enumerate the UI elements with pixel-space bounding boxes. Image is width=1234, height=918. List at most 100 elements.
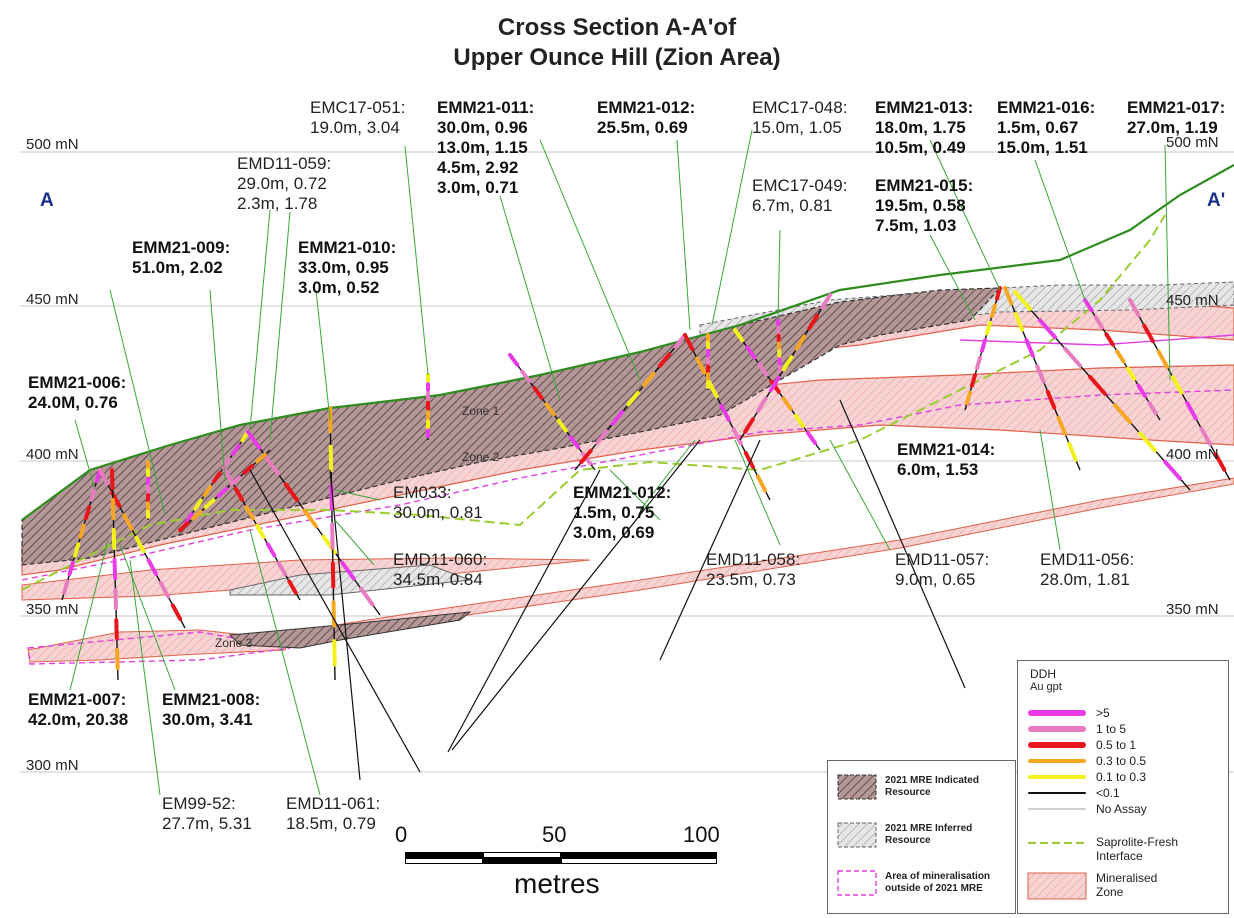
ddh-legend-label: No Assay — [1096, 802, 1147, 816]
label-leader-line — [315, 289, 331, 421]
drill-label-line: 18.5m, 0.79 — [286, 814, 376, 833]
drill-label-emm21-017: EMM21-017:27.0m, 1.19 — [1127, 98, 1225, 138]
axis-label-left-350: 350 mN — [26, 601, 79, 618]
assay-interval — [89, 486, 97, 502]
label-leader-line — [269, 211, 291, 441]
drill-label-em99-52: EM99-52:27.7m, 5.31 — [162, 794, 252, 834]
assay-interval — [975, 355, 982, 371]
assay-interval — [642, 371, 656, 388]
assay-interval — [1056, 416, 1067, 436]
drill-label-line: EM99-52: — [162, 794, 236, 813]
drill-label-line: 19.5m, 0.58 — [875, 196, 966, 215]
drill-label-emd11-057: EMD11-057:9.0m, 0.65 — [895, 550, 989, 590]
outside-mre-outline — [21, 389, 1234, 581]
drill-label-line: EMC17-048: — [752, 98, 848, 117]
drill-label-line: EMM21-008: — [162, 690, 261, 709]
assay-interval — [520, 369, 532, 384]
drill-label-line: 4.5m, 2.92 — [437, 158, 519, 177]
drill-label-em033: EM033:30.0m, 0.81 — [393, 483, 483, 523]
ddh-legend-label: 0.3 to 0.5 — [1096, 754, 1147, 768]
assay-interval — [579, 448, 593, 465]
label-leader-line — [334, 519, 375, 566]
ddh-legend-title: DDH — [1030, 667, 1056, 681]
assay-interval — [731, 427, 743, 446]
assay-interval — [233, 486, 245, 502]
ddh-legend-swatch — [1028, 742, 1086, 748]
drill-label-emd11-056: EMD11-056:28.0m, 1.81 — [1040, 550, 1134, 590]
assay-interval — [1156, 349, 1170, 369]
drill-label-line: EMD11-056: — [1040, 550, 1135, 569]
drill-label-emm21-008: EMM21-008:30.0m, 3.41 — [162, 690, 260, 730]
assay-interval — [190, 509, 203, 521]
label-leader-line — [829, 439, 891, 551]
section-end-a-prime: A' — [1207, 190, 1226, 211]
assay-interval — [1088, 374, 1107, 396]
label-leader-line — [676, 139, 691, 331]
label-leader-line — [1034, 159, 1086, 301]
assay-interval — [1003, 286, 1014, 306]
assay-interval — [544, 402, 556, 417]
drill-label-line: 29.0m, 0.72 — [237, 174, 327, 193]
assay-interval — [255, 523, 266, 539]
assay-interval — [733, 328, 745, 343]
figure-title-line1: Cross Section A-A'of — [497, 14, 737, 41]
drill-holes — [61, 286, 1231, 781]
inferred-swatch — [837, 822, 877, 848]
label-leader-line — [639, 439, 696, 511]
drill-label-emd11-061: EMD11-061:18.5m, 0.79 — [286, 794, 380, 834]
assay-interval — [83, 505, 92, 521]
assay-interval — [1045, 390, 1057, 410]
inferred-label: 2021 MRE Inferred Resource — [885, 823, 973, 846]
ddh-legend-label: 0.5 to 1 — [1096, 738, 1137, 752]
assay-interval — [276, 560, 287, 576]
assay-interval — [98, 468, 110, 486]
assay-interval — [965, 390, 972, 406]
assay-interval — [67, 560, 75, 576]
axis-label-right-350: 350 mN — [1166, 601, 1219, 618]
drill-label-line: EMM21-012: — [573, 483, 672, 502]
assay-interval — [1067, 442, 1078, 462]
assay-interval — [230, 443, 241, 456]
label-leader-line — [109, 289, 166, 516]
assay-interval — [1024, 338, 1035, 358]
inferred-resource-mid — [229, 564, 471, 596]
assay-interval — [178, 521, 190, 532]
drill-hole-trace — [329, 469, 361, 781]
drill-label-line: EMM21-017: — [1127, 98, 1226, 117]
assay-interval — [695, 356, 707, 375]
label-leader-line — [334, 489, 381, 501]
assay-interval — [255, 452, 267, 464]
drill-label-line: EMC17-049: — [752, 176, 848, 195]
assay-interval — [73, 542, 81, 558]
assay-interval — [805, 430, 818, 446]
assay-interval — [1013, 290, 1032, 311]
outside-swatch — [837, 870, 877, 896]
drill-label-emm21-007: EMM21-007:42.0m, 20.38 — [28, 690, 128, 730]
ddh-legend-subtitle: Au gpt — [1030, 681, 1062, 693]
label-leader-line — [1164, 144, 1171, 381]
mineralised-zone-3 — [27, 629, 291, 663]
axis-label-right-500: 500 mN — [1166, 134, 1219, 151]
assay-interval — [193, 498, 203, 511]
drill-label-line: 15.0m, 1.05 — [752, 118, 842, 137]
ddh-legend-swatch — [1028, 808, 1086, 810]
assay-interval — [202, 484, 213, 498]
outside-label: Area of mineralisation outside of 2021 M… — [885, 871, 991, 894]
topography-line — [21, 164, 1234, 521]
ddh-legend-label: 0.1 to 0.3 — [1096, 770, 1147, 784]
drill-hole-trace — [451, 439, 701, 751]
section-end-a: A — [40, 190, 54, 211]
outside-mre-top — [959, 334, 1234, 346]
drill-label-line: EM033: — [393, 483, 452, 502]
assay-interval — [146, 558, 158, 576]
assay-interval — [985, 320, 992, 336]
assay-interval — [203, 498, 216, 510]
assay-interval — [264, 456, 281, 476]
assay-interval — [212, 471, 222, 484]
drill-label-line: 51.0m, 2.02 — [132, 258, 223, 277]
assay-interval — [820, 293, 832, 310]
drill-label-line: 6.7m, 0.81 — [752, 196, 833, 215]
